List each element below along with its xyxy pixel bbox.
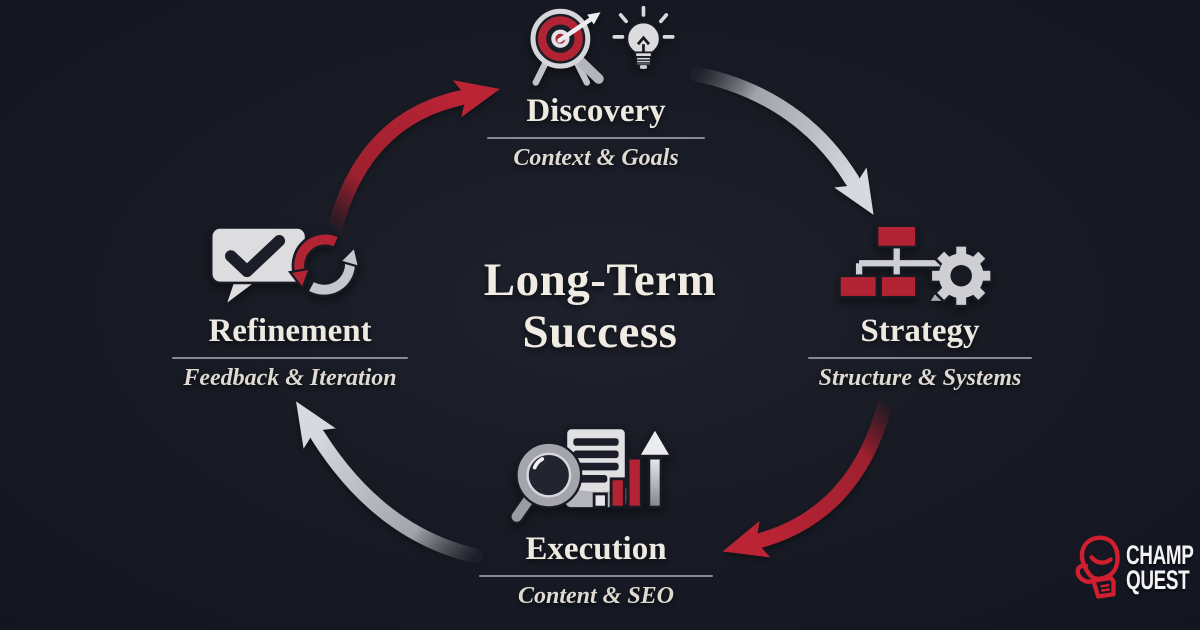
boxing-glove-icon — [1075, 535, 1120, 599]
checkmark-icon — [225, 234, 286, 278]
stage-title-refinement: Refinement — [208, 313, 372, 349]
sync-arrows-icon — [287, 231, 361, 298]
feedback-sync-icon — [209, 226, 361, 303]
refinement-icon-wrap — [208, 222, 372, 308]
stage-discovery: Discovery Context & Goals — [456, 4, 736, 172]
execution-icon-wrap — [511, 426, 681, 526]
stage-subtitle-refinement: Feedback & Iteration — [183, 365, 397, 391]
target-icon — [530, 8, 604, 86]
stage-subtitle-discovery: Context & Goals — [513, 145, 679, 171]
org-chart-icon — [838, 224, 951, 299]
divider-execution — [479, 575, 713, 577]
stage-strategy: Strategy Structure & Systems — [780, 222, 1060, 392]
stage-title-execution: Execution — [525, 531, 667, 567]
arrow-execution-to-refinement — [296, 401, 484, 564]
arrow-refinement-to-discovery — [326, 80, 500, 240]
growth-bars-icon — [592, 426, 674, 509]
arrow-strategy-to-execution — [722, 392, 894, 558]
divider-refinement — [172, 357, 408, 359]
stage-subtitle-strategy: Structure & Systems — [818, 365, 1022, 391]
speech-bubble-icon — [209, 226, 308, 303]
center-title-line2: Success — [522, 306, 678, 358]
divider-discovery — [487, 137, 705, 139]
strategy-icon-wrap — [838, 222, 1002, 308]
magnifier-icon — [511, 441, 583, 525]
stage-execution: Execution Content & SEO — [456, 426, 736, 610]
gear-icon — [929, 243, 994, 308]
magnifier-report-growth-icon — [511, 426, 674, 525]
logo-line1: CHAMP — [1126, 540, 1194, 570]
discovery-icon-wrap — [512, 4, 680, 88]
arrow-discovery-to-strategy — [689, 66, 874, 215]
champquest-logo: CHAMP QUEST — [1070, 529, 1200, 607]
lightbulb-icon — [612, 5, 675, 69]
stage-subtitle-execution: Content & SEO — [517, 583, 675, 609]
center-title: Long-Term Success — [400, 254, 800, 358]
logo-text: CHAMP QUEST — [1126, 540, 1194, 595]
divider-strategy — [808, 357, 1032, 359]
stage-title-strategy: Strategy — [860, 313, 980, 349]
center-title-line1: Long-Term — [483, 254, 717, 306]
logo-line2: QUEST — [1126, 565, 1190, 595]
org-chart-gear-icon — [838, 224, 994, 308]
stage-title-discovery: Discovery — [526, 93, 666, 129]
target-dart-lightbulb-icon — [530, 5, 675, 86]
stage-refinement: Refinement Feedback & Iteration — [150, 222, 430, 392]
